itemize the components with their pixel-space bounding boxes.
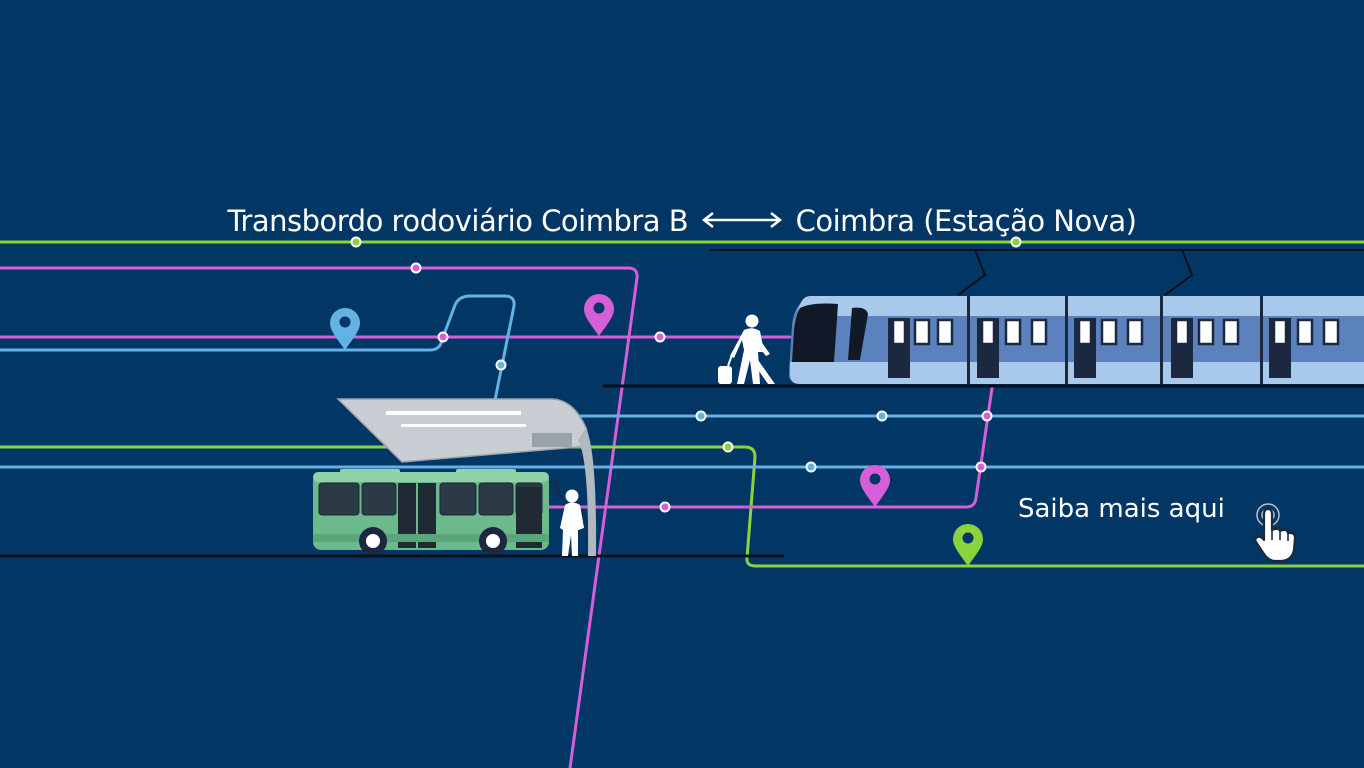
traveler-with-suitcase-icon <box>718 314 775 384</box>
stop-dot <box>350 236 362 248</box>
passenger-icon <box>560 489 584 556</box>
stop-dot <box>437 331 449 343</box>
stop-dot <box>659 501 671 513</box>
learn-more-link[interactable]: Saiba mais aqui <box>1018 494 1225 524</box>
destination-label: Coimbra (Estação Nova) <box>795 204 1137 238</box>
stop-dot <box>981 410 993 422</box>
stop-dot <box>1010 236 1022 248</box>
bidirectional-arrow-icon <box>701 212 782 228</box>
stop-dot <box>654 331 666 343</box>
origin-label: Transbordo rodoviário Coimbra B <box>227 204 689 238</box>
train-icon <box>788 296 1364 384</box>
map-pin-icon <box>953 524 983 566</box>
stop-dot <box>495 359 507 371</box>
stop-dot <box>876 410 888 422</box>
stop-dot <box>410 262 422 274</box>
route-line-magenta-lower <box>546 386 994 509</box>
route-line-blue-loop <box>0 294 516 402</box>
map-pin-icon <box>330 308 360 350</box>
stop-dot <box>805 461 817 473</box>
stop-dot <box>722 441 734 453</box>
map-pin-icon <box>860 465 890 507</box>
stop-dot <box>695 410 707 422</box>
catenary-wire <box>710 249 1364 296</box>
pointing-hand-icon[interactable] <box>1250 500 1298 564</box>
bus-shelter-icon <box>336 398 597 556</box>
stop-dot <box>975 461 987 473</box>
route-headline: Transbordo rodoviário Coimbra B Coimbra … <box>0 204 1364 238</box>
map-pin-icon <box>584 294 614 336</box>
bus-icon <box>313 469 560 555</box>
route-line-magenta-top <box>0 266 639 768</box>
